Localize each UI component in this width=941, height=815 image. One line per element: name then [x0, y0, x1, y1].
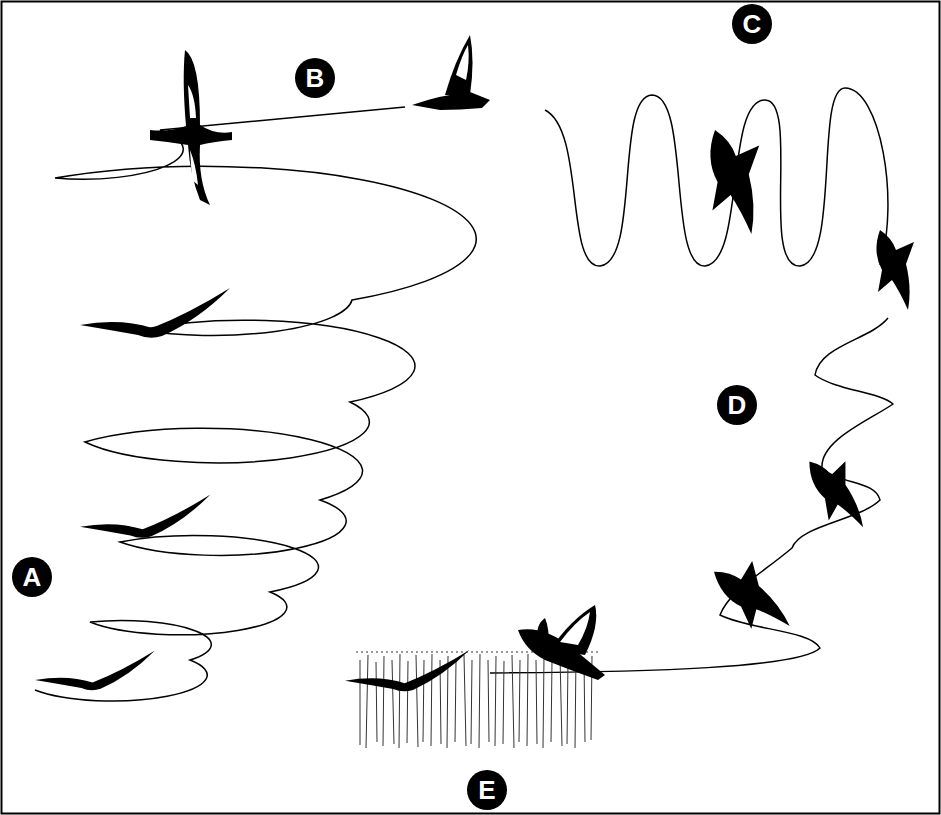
- callout-letter: C: [732, 4, 772, 44]
- spiral-flight-path: [35, 107, 476, 701]
- callout-letter: E: [467, 770, 507, 810]
- callout-letter: D: [717, 385, 757, 425]
- gliding-bird: [412, 35, 490, 110]
- landing-bird: [518, 605, 605, 680]
- callout-letter: B: [295, 58, 335, 98]
- bird-silhouettes: [35, 130, 914, 691]
- soaring-bird: [150, 50, 232, 205]
- undulating-flight-path: [490, 88, 893, 673]
- callout-letter: A: [12, 557, 52, 597]
